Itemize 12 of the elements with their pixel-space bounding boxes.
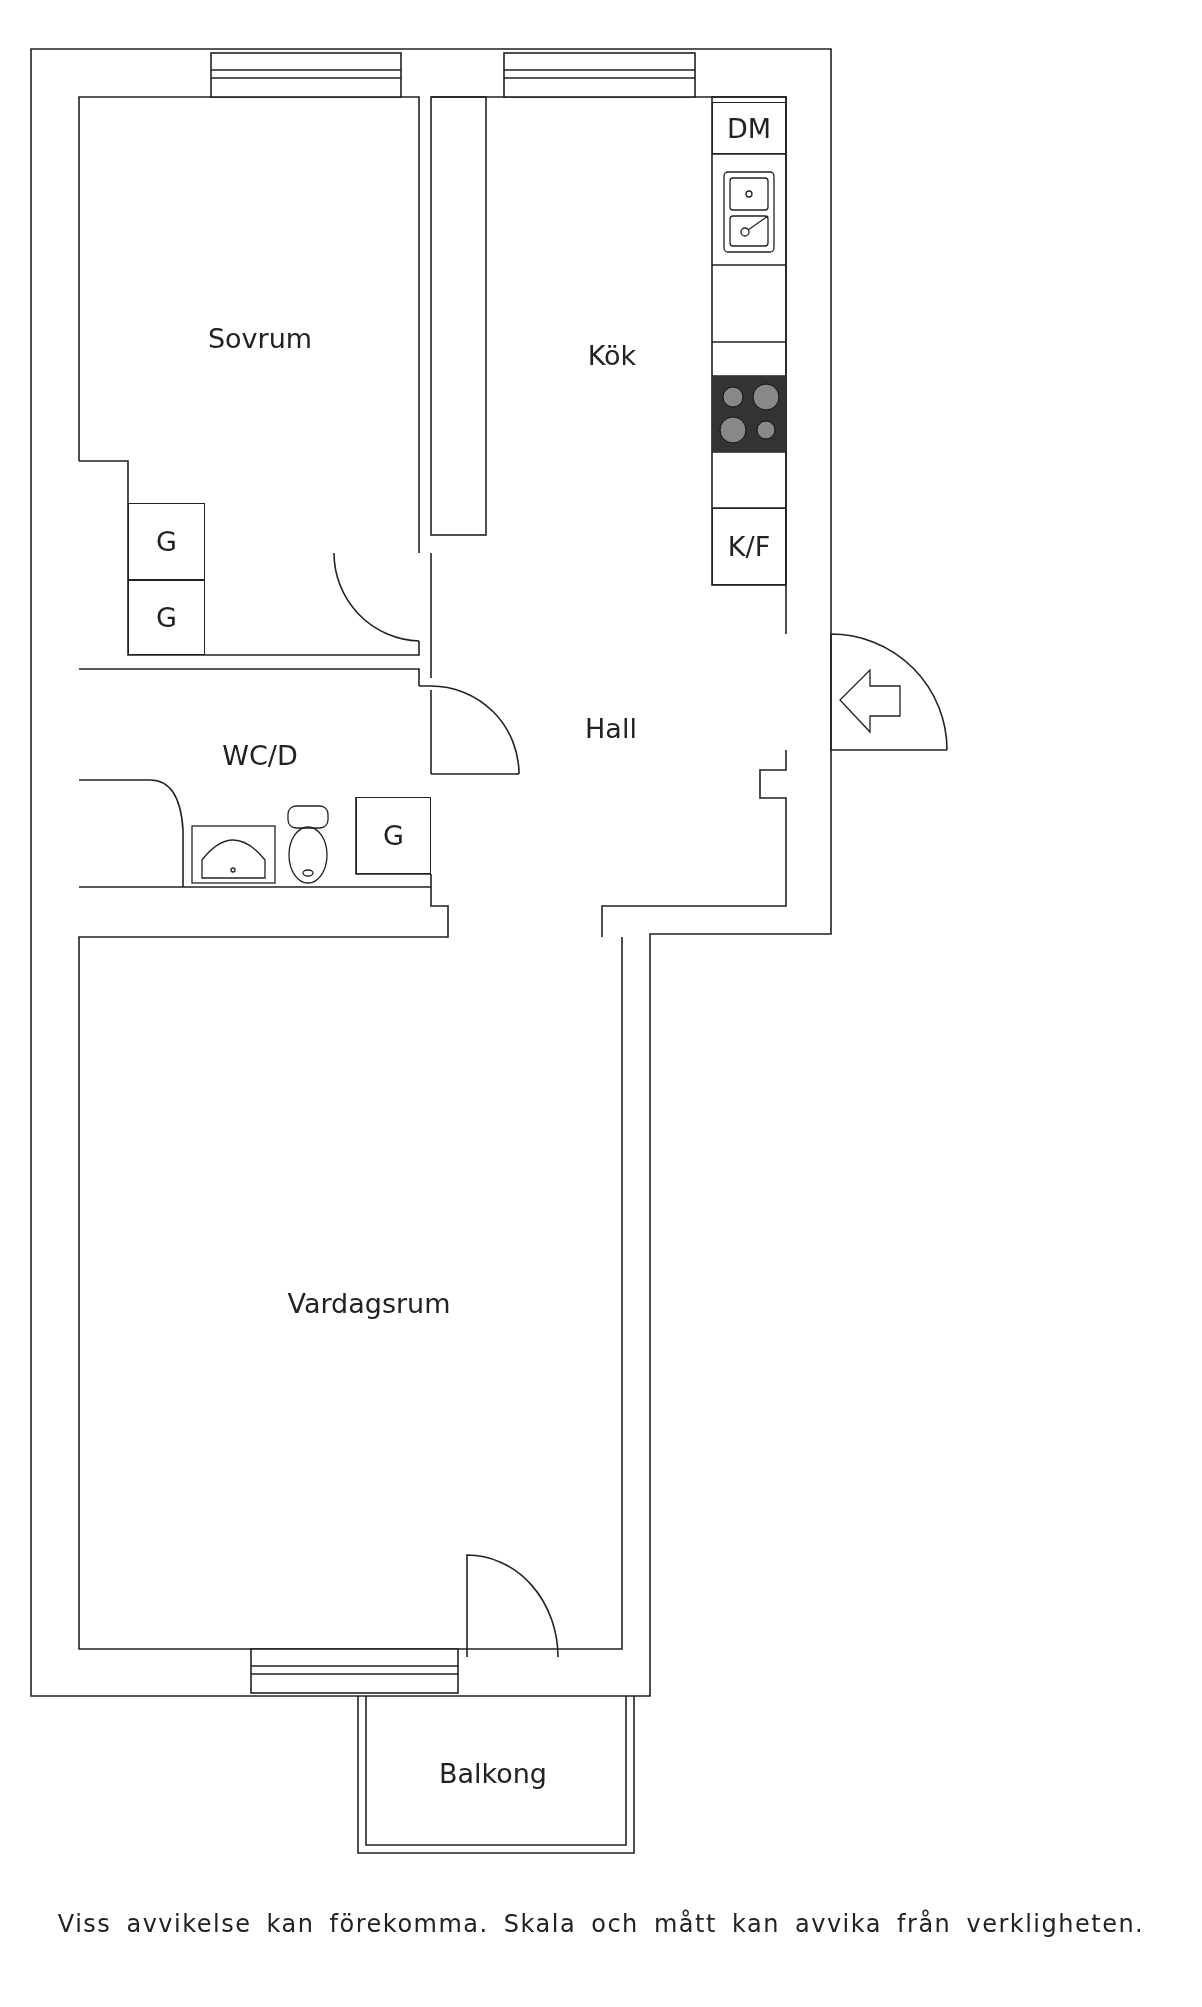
room-label: Hall [585, 712, 637, 744]
room-label: Kök [587, 339, 637, 371]
cabinet: K/F [712, 508, 786, 585]
cabinet: G [356, 797, 431, 874]
cabinet: G [128, 503, 205, 580]
room-label: WC/D [222, 739, 298, 771]
room-label: Balkong [439, 1757, 547, 1789]
cabinet: DM [712, 102, 786, 154]
cabinet: G [128, 580, 205, 655]
room-label: Sovrum [207, 322, 313, 354]
room-label: Vardagsrum [287, 1287, 451, 1319]
disclaimer-note: Viss avvikelse kan förekomma. Skala och mått kan avvika från verkligheten. [56, 1910, 1146, 1938]
